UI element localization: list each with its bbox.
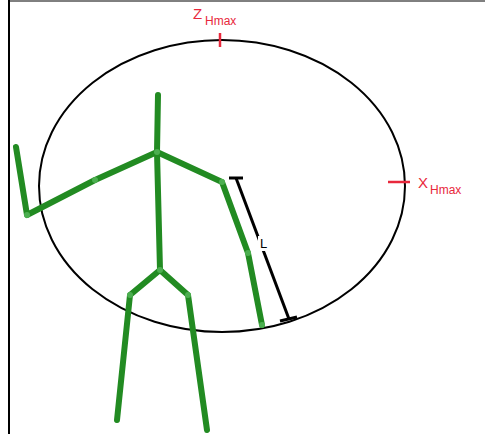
dimension-label: L [258, 236, 269, 251]
axis-subscript: Hmax [430, 184, 461, 196]
reach-ellipse [39, 40, 405, 332]
skeleton [16, 95, 262, 430]
frame-line [8, 0, 10, 434]
joints [24, 149, 265, 328]
axis-label: X [418, 175, 428, 190]
length-bracket [229, 178, 297, 321]
x-tick [388, 181, 410, 184]
frame-line [9, 1, 485, 2]
axis-subscript: Hmax [205, 15, 236, 27]
axis-label: Z [193, 6, 202, 21]
z-tick [219, 33, 222, 47]
